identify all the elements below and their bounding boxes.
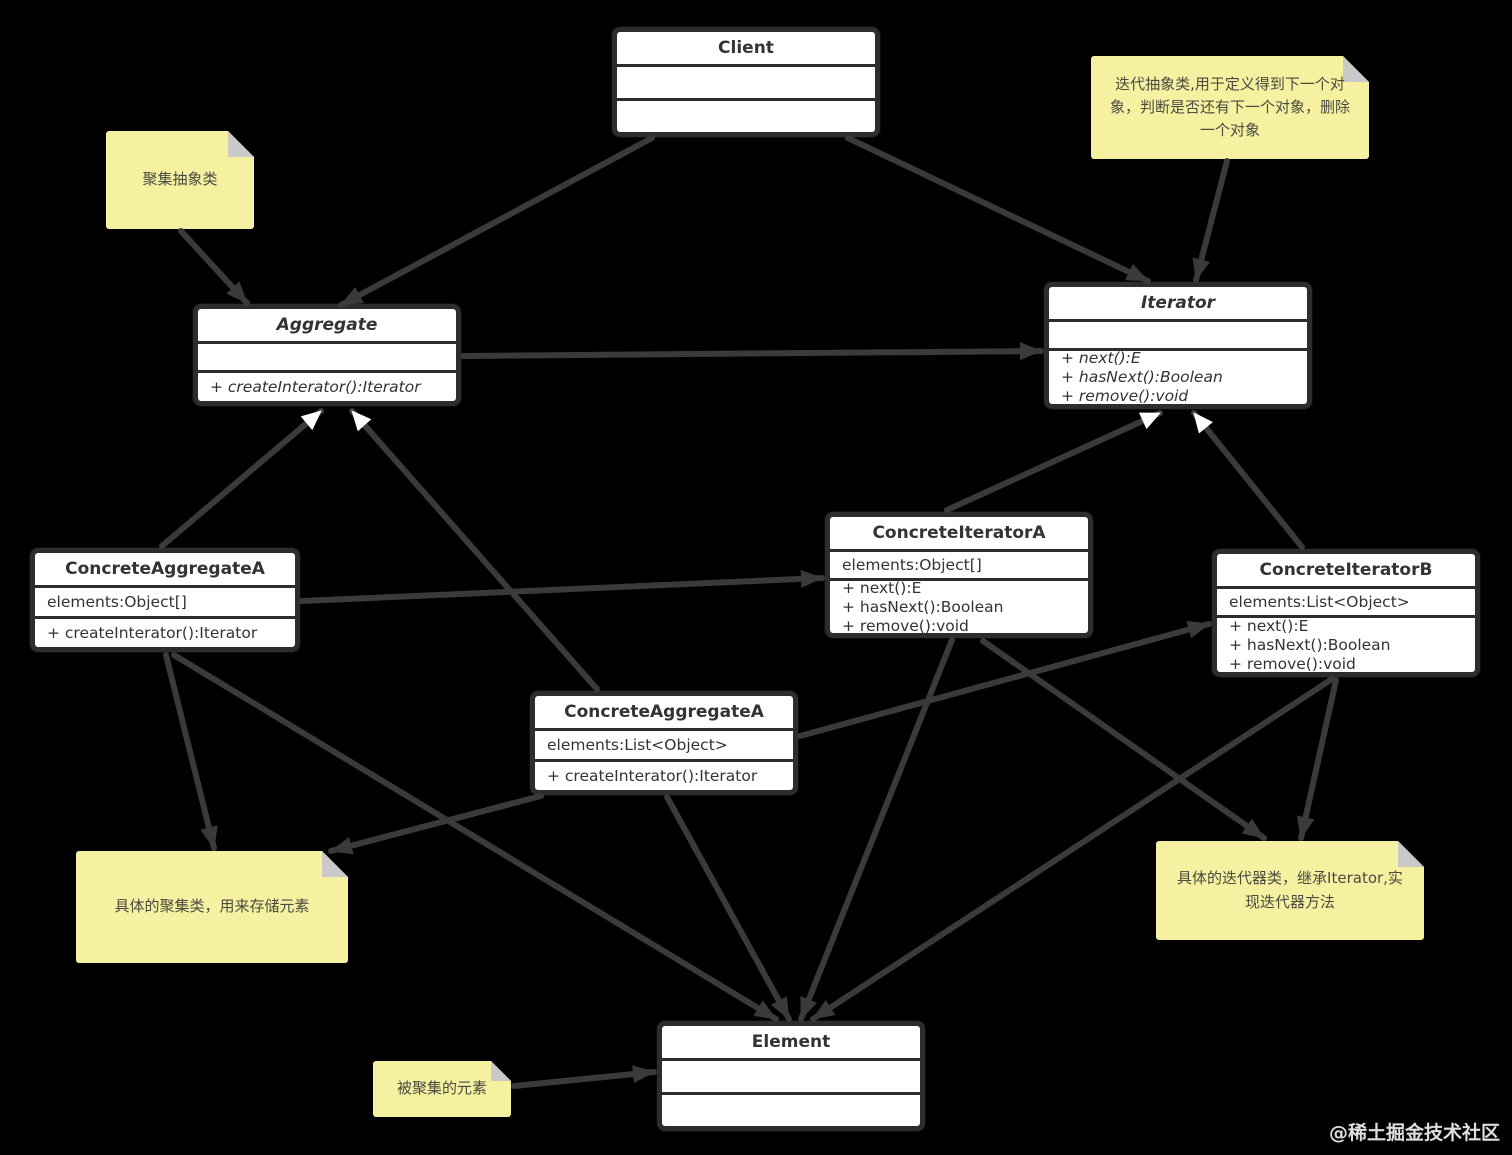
class-client: Client xyxy=(612,27,880,137)
class-client-attributes xyxy=(617,67,875,101)
edge-note-to-element xyxy=(511,1065,657,1089)
class-concrete-iterator-b-methods: + next():E + hasNext():Boolean + remove(… xyxy=(1217,616,1475,673)
edge-concreteiteratora-inherits-iterator xyxy=(944,410,1163,513)
class-concrete-aggregate-a2: ConcreteAggregateA elements:List<Object>… xyxy=(530,691,798,795)
note-aggregate: 聚集抽象类 xyxy=(106,131,254,229)
class-concrete-iterator-b-title: ConcreteIteratorB xyxy=(1217,554,1475,589)
note-concrete-iterator: 具体的迭代器类，继承Iterator,实现迭代器方法 xyxy=(1156,841,1424,940)
class-concrete-iterator-b-attributes: elements:List<Object> xyxy=(1217,589,1475,618)
class-client-methods xyxy=(617,101,875,132)
edge-client-to-iterator xyxy=(845,135,1151,284)
method: + createInterator():Iterator xyxy=(547,766,758,785)
note-text: 迭代抽象类,用于定义得到下一个对象，判断是否还有下一个对象，删除一个对象 xyxy=(1109,74,1350,140)
edge-concreteaggregatea2-to-concreteiteratorb xyxy=(797,620,1212,739)
class-concrete-iterator-a-title: ConcreteIteratorA xyxy=(830,517,1088,552)
class-concrete-iterator-a-attributes: elements:Object[] xyxy=(830,552,1088,581)
note-text: 聚集抽象类 xyxy=(142,170,218,189)
class-concrete-aggregate-a-attributes: elements:Object[] xyxy=(35,588,295,619)
edge-aggregate-to-iterator xyxy=(460,342,1044,361)
note-fold-icon xyxy=(228,131,254,157)
edge-concreteaggregatea2-inherits-aggregate xyxy=(349,408,600,692)
method: + hasNext():Boolean xyxy=(1229,635,1391,654)
edge-concreteaggregatea-to-note xyxy=(163,652,218,851)
class-element-methods xyxy=(662,1095,920,1126)
edge-concreteaggregatea-inherits-aggregate xyxy=(159,408,324,549)
note-fold-icon xyxy=(491,1061,511,1081)
edge-concreteaggregatea2-to-element xyxy=(664,794,792,1022)
class-concrete-iterator-a-methods: + next():E + hasNext():Boolean + remove(… xyxy=(830,578,1088,635)
class-iterator-title: Iterator xyxy=(1049,287,1307,322)
class-concrete-aggregate-a-methods: + createInterator():Iterator xyxy=(35,619,295,647)
note-fold-icon xyxy=(1343,56,1369,82)
class-iterator-attributes xyxy=(1049,322,1307,351)
class-client-title: Client xyxy=(617,32,875,67)
method: + remove():void xyxy=(1229,654,1356,673)
class-aggregate-attributes xyxy=(198,344,456,373)
class-concrete-aggregate-a-title: ConcreteAggregateA xyxy=(35,553,295,588)
class-element-attributes xyxy=(662,1061,920,1095)
class-concrete-aggregate-a2-methods: + createInterator():Iterator xyxy=(535,762,793,790)
class-concrete-aggregate-a: ConcreteAggregateA elements:Object[] + c… xyxy=(30,548,300,652)
method: + next():E xyxy=(1229,616,1309,635)
class-iterator: Iterator + next():E + hasNext():Boolean … xyxy=(1044,282,1312,409)
note-element: 被聚集的元素 xyxy=(373,1061,511,1117)
attribute: elements:List<Object> xyxy=(1229,592,1410,611)
attribute: elements:List<Object> xyxy=(547,735,728,754)
method: + remove():void xyxy=(842,616,969,635)
class-element: Element xyxy=(657,1021,925,1131)
class-iterator-methods: + next():E + hasNext():Boolean + remove(… xyxy=(1049,349,1307,405)
watermark: @稀土掘金技术社区 xyxy=(1328,1122,1500,1144)
edge-client-to-aggregate xyxy=(338,135,655,308)
edge-concreteiteratora-to-element xyxy=(798,637,955,1022)
method: + next():E xyxy=(842,578,922,597)
method: + next():E xyxy=(1061,349,1141,367)
class-element-title: Element xyxy=(662,1026,920,1061)
method: + createInterator():Iterator xyxy=(47,623,258,642)
class-concrete-aggregate-a2-title: ConcreteAggregateA xyxy=(535,696,793,731)
class-concrete-iterator-b: ConcreteIteratorB elements:List<Object> … xyxy=(1212,549,1480,677)
edge-concreteaggregatea-to-concreteiteratora xyxy=(299,569,825,604)
class-concrete-iterator-a: ConcreteIteratorA elements:Object[] + ne… xyxy=(825,512,1093,638)
note-text: 具体的迭代器类，继承Iterator,实现迭代器方法 xyxy=(1177,869,1403,911)
edge-note-to-iterator xyxy=(1192,158,1230,283)
note-iterator: 迭代抽象类,用于定义得到下一个对象，判断是否还有下一个对象，删除一个对象 xyxy=(1091,56,1369,159)
attribute: elements:Object[] xyxy=(842,555,982,574)
method: + createInterator():Iterator xyxy=(210,377,421,396)
attribute: elements:Object[] xyxy=(47,592,187,611)
method: + remove():void xyxy=(1061,387,1189,405)
note-fold-icon xyxy=(1398,841,1424,867)
class-aggregate-methods: + createInterator():Iterator xyxy=(198,373,456,401)
note-concrete-aggregate: 具体的聚集类，用来存储元素 xyxy=(76,851,348,963)
edge-concreteiteratorb-to-note xyxy=(1296,677,1339,841)
method: + hasNext():Boolean xyxy=(842,597,1004,616)
class-aggregate-title: Aggregate xyxy=(198,309,456,344)
edge-concreteaggregatea2-to-note xyxy=(328,793,544,855)
edge-concreteiteratorb-inherits-iterator xyxy=(1191,410,1305,550)
class-concrete-aggregate-a2-attributes: elements:List<Object> xyxy=(535,731,793,762)
note-text: 具体的聚集类，用来存储元素 xyxy=(114,897,310,916)
note-fold-icon xyxy=(322,851,348,877)
edge-note-to-aggregate xyxy=(178,228,250,306)
method: + hasNext():Boolean xyxy=(1061,368,1223,386)
note-text: 被聚集的元素 xyxy=(396,1079,487,1098)
class-aggregate: Aggregate + createInterator():Iterator xyxy=(193,304,461,406)
